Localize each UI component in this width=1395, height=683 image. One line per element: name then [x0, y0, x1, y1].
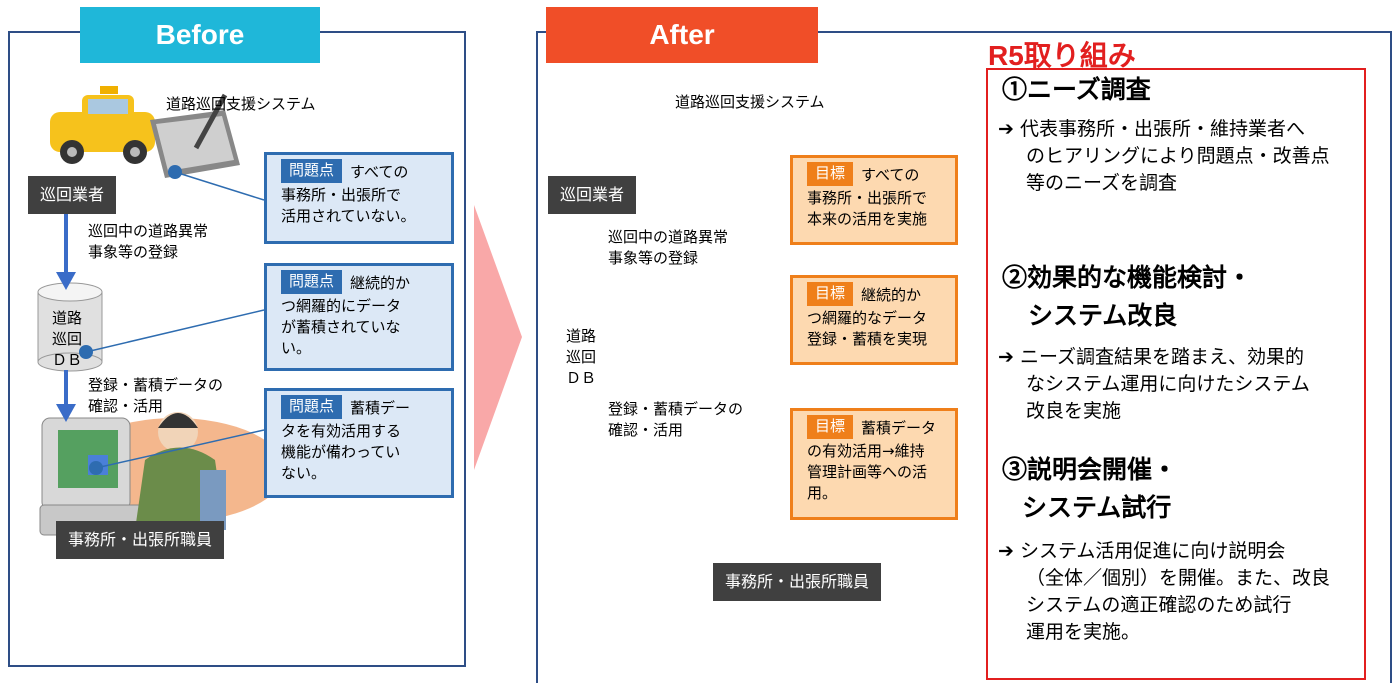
office-staff-label: 事務所・出張所職員 — [713, 563, 882, 601]
r5-item-body: ➔ 代表事務所・出張所・維持業者へ のヒアリングにより問題点・改善点 等のニーズ… — [998, 118, 1330, 194]
tablet-icon — [150, 93, 240, 178]
patrol-contractor-label: 巡回業者 — [548, 176, 637, 214]
patrol-contractor-label: 巡回業者 — [28, 176, 117, 214]
flow-text-use: 登録・蓄積データの確認・活用 — [88, 376, 224, 415]
r5-item-heading: ①ニーズ調査 — [1002, 76, 1151, 104]
patrol-car-icon — [50, 86, 155, 164]
goal-box: 目標蓄積データ の有効活用→維持管理計画等への活用。 — [790, 408, 958, 520]
goal-box: 目標すべての 事務所・出張所で本来の活用を実施 — [790, 155, 958, 245]
goal-box: 目標継続的か つ網羅的なデータ登録・蓄積を実現 — [790, 275, 958, 365]
transition-arrow — [474, 205, 522, 470]
flow-arrow — [56, 208, 76, 422]
r5-box: ①ニーズ調査 ➔ 代表事務所・出張所・維持業者へ のヒアリングにより問題点・改善… — [986, 68, 1366, 680]
issue-box: 問題点継続的か つ網羅的にデータが蓄積されていない。 — [264, 263, 454, 371]
connector-lines — [79, 165, 265, 475]
flow-text-use: 登録・蓄積データの確認・活用 — [608, 400, 744, 439]
system-label: 道路巡回支援システム — [675, 93, 825, 111]
office-worker-icon — [39, 412, 285, 536]
after-header: After — [546, 7, 818, 63]
flow-text-register: 巡回中の道路異常事象等の登録 — [608, 228, 729, 267]
system-label: 道路巡回支援システム — [166, 95, 316, 113]
flow-text-register: 巡回中の道路異常事象等の登録 — [88, 222, 209, 261]
issue-box: 問題点蓄積デー タを有効活用する機能が備わっていない。 — [264, 388, 454, 498]
before-header: Before — [80, 7, 320, 63]
r5-item-body: ➔ ニーズ調査結果を踏まえ、効果的 なシステム運用に向けたシステム 改良を実施 — [998, 346, 1310, 422]
issue-box: 問題点すべての 事務所・出張所で活用されていない。 — [264, 152, 454, 244]
office-staff-label: 事務所・出張所職員 — [56, 521, 225, 559]
r5-title: R5取り組み — [988, 40, 1136, 71]
r5-item-body: ➔ システム活用促進に向け説明会 （全体／個別）を開催。また、改良 システムの適… — [998, 540, 1331, 643]
r5-item-heading: ②効果的な機能検討・ システム改良 — [1002, 264, 1253, 330]
r5-item-heading: ③説明会開催・ システム試行 — [1002, 456, 1178, 522]
